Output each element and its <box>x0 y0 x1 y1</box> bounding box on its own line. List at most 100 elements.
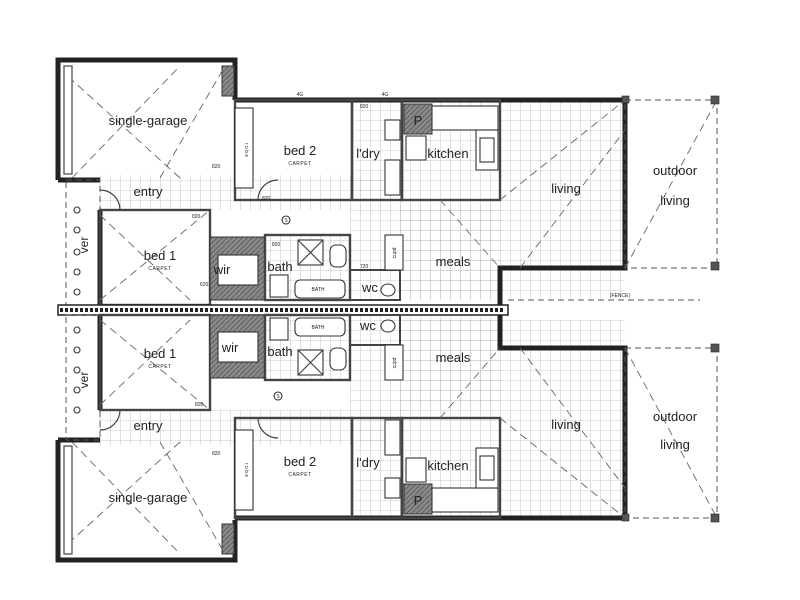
door-tag-bath: 820 <box>272 242 281 248</box>
label-single-garage: single-garage <box>109 113 188 128</box>
kitchen-area-b <box>400 416 502 520</box>
shower-cross <box>297 239 324 266</box>
ver-posts <box>73 206 81 296</box>
outdoor-diagonal <box>624 99 718 269</box>
outer-wall-right-b <box>497 315 628 518</box>
bathtub <box>294 279 346 299</box>
living-diagonal <box>439 99 626 269</box>
bath-room <box>263 233 352 302</box>
smoke-alarm-markers: S S <box>273 215 291 401</box>
tiled-floor-meals-b <box>350 315 500 410</box>
ldry-tub <box>384 119 401 141</box>
cupd-unit-b <box>384 344 404 381</box>
outdoor-diagonal-b <box>624 347 718 519</box>
toilet-b <box>380 319 396 333</box>
shower-cross-b <box>297 349 324 376</box>
bath-room-b <box>263 313 352 382</box>
label-bath-fixture: BATH <box>312 287 325 293</box>
door-tag-entry-b: 820 <box>195 402 204 408</box>
ver-area-b <box>65 314 101 441</box>
post-5 <box>710 513 720 523</box>
label-bath-fixture-b: BATH <box>312 325 325 331</box>
ver-posts-b <box>73 326 81 414</box>
robe-bottom <box>234 429 254 511</box>
smoke-alarm-label: S <box>284 218 288 224</box>
entry-door-swing <box>99 189 121 211</box>
door-tag-bed1: 820 <box>192 214 201 220</box>
wir-inner <box>217 254 259 286</box>
label-bed2: bed 2 <box>284 143 317 158</box>
bathtub-b <box>294 317 346 337</box>
post-2 <box>710 261 720 271</box>
ldry-machine-b <box>384 419 401 456</box>
label-robe-b: r o b e <box>243 463 249 477</box>
fence-label: (FENCE) <box>610 293 631 299</box>
bed2-door-swing-b <box>257 417 279 439</box>
basin <box>329 244 347 268</box>
label-single-garage-b: single-garage <box>109 490 188 505</box>
bed2-door-swing <box>257 179 279 201</box>
label-bed1-floor-b: CARPET <box>148 364 171 370</box>
cupd-unit <box>384 234 404 271</box>
door-tag-wir: 620 <box>200 282 209 288</box>
label-bed1-b: bed 1 <box>144 346 177 361</box>
label-robe: r o b e <box>243 143 249 157</box>
entry-door-swing-b <box>99 409 121 431</box>
ldry-machine <box>384 159 401 196</box>
garage-jamb-b <box>221 523 235 555</box>
label-outdoor-b: outdoor <box>653 409 698 424</box>
label-living: living <box>551 181 581 196</box>
bed1-diagonal-b <box>99 319 211 411</box>
label-dim-b: 4G <box>382 92 389 98</box>
garage-diagonal <box>71 65 226 179</box>
label-wc-b: wc <box>359 318 376 333</box>
tiled-floor-meals <box>350 205 500 300</box>
post-1 <box>710 95 720 105</box>
outdoor-living-area-b <box>624 347 718 519</box>
wc-room <box>349 269 401 301</box>
fridge-b <box>405 457 427 483</box>
ldry-tub-b <box>384 477 401 499</box>
label-kitchen: kitchen <box>427 146 468 161</box>
label-bed2-floor: CARPET <box>288 161 311 167</box>
smoke-alarm-icon-b <box>273 391 283 401</box>
smoke-alarm-icon <box>281 215 291 225</box>
kitchen-sink-b <box>479 455 495 481</box>
label-wir: wir <box>213 262 231 277</box>
garage-jamb <box>221 65 235 97</box>
door-tag-garage-b: 820 <box>212 451 221 457</box>
outdoor-living-area <box>624 99 718 269</box>
label-entry: entry <box>134 184 163 199</box>
label-dim-a: 4G <box>297 92 304 98</box>
label-kitchen-b: kitchen <box>427 458 468 473</box>
label-ldry-b: l'dry <box>356 455 380 470</box>
label-ver: ver <box>77 237 91 254</box>
unit-bottom: single-garage bed 2 CARPET l'dry kitchen… <box>55 313 720 563</box>
label-bed1-floor: CARPET <box>148 266 171 272</box>
fridge <box>405 135 427 161</box>
bed1-room-b <box>98 313 212 412</box>
pantry-b <box>403 483 433 515</box>
label-outdoor-living: living <box>660 193 690 208</box>
vanity <box>269 274 289 298</box>
kitchen-bench-top <box>431 105 499 131</box>
label-wc: wc <box>361 280 378 295</box>
post-4 <box>710 343 720 353</box>
label-meals: meals <box>436 254 471 269</box>
label-meals-b: meals <box>436 350 471 365</box>
label-outdoor: outdoor <box>653 163 698 178</box>
label-bed2-floor-b: CARPET <box>288 472 311 478</box>
label-cupd: cupd <box>392 247 398 258</box>
label-ver-b: ver <box>77 372 91 389</box>
label-bed2-b: bed 2 <box>284 454 317 469</box>
label-pantry-b: P <box>414 493 423 508</box>
label-entry-b: entry <box>134 418 163 433</box>
label-bath: bath <box>267 259 292 274</box>
wc-room-b <box>349 314 401 346</box>
label-outdoor-living-b: living <box>660 437 690 452</box>
post-3 <box>621 95 630 104</box>
garage-wall <box>55 57 238 180</box>
smoke-alarm-label-b: S <box>276 394 280 400</box>
garage-inner-line-b <box>63 445 73 555</box>
